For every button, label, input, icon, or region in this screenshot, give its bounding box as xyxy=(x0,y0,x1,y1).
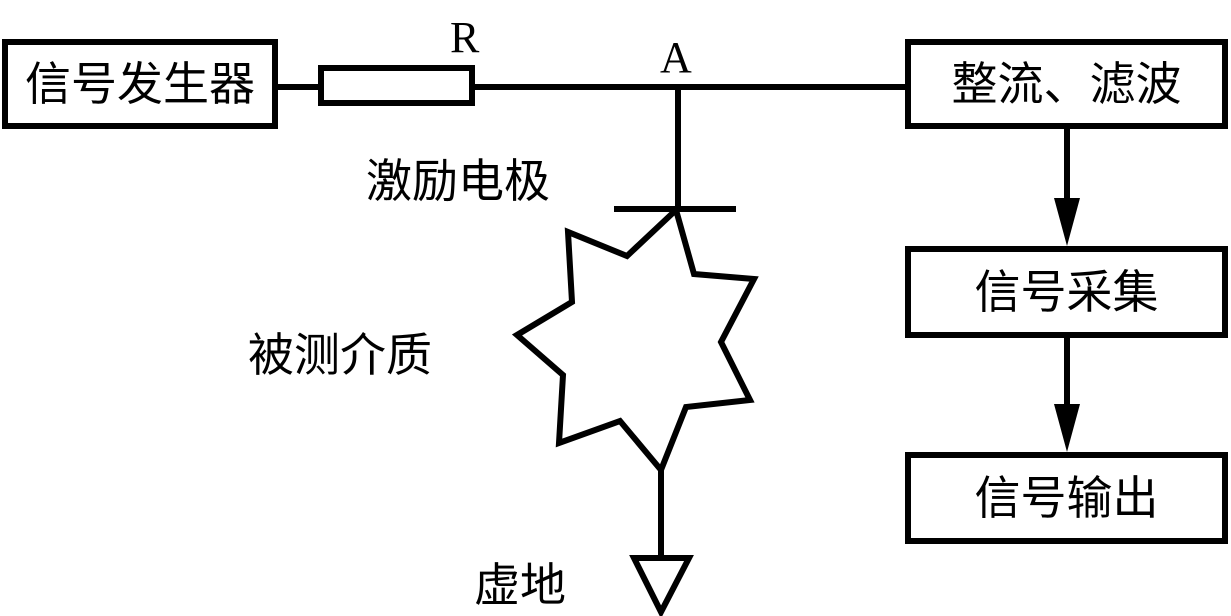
medium-under-test-label: 被测介质 xyxy=(248,328,432,382)
resistor-symbol xyxy=(318,65,475,106)
virtual-ground-symbol xyxy=(629,555,694,616)
excitation-electrode-label: 激励电极 xyxy=(366,154,550,208)
signal-generator-label: 信号发生器 xyxy=(25,57,255,111)
rectify-filter-label: 整流、滤波 xyxy=(951,57,1182,111)
signal-acquisition-label: 信号采集 xyxy=(974,265,1159,319)
signal-output-box xyxy=(905,452,1228,544)
resistor-label: R xyxy=(450,13,480,62)
arrowhead-rectify-acquisition xyxy=(1054,198,1080,246)
signal-output-label: 信号输出 xyxy=(974,471,1159,525)
virtual-ground-label: 虚地 xyxy=(474,558,566,612)
arrowhead-acquisition-output xyxy=(1054,404,1080,452)
node-a-label: A xyxy=(660,33,692,82)
medium-under-test-shape xyxy=(511,204,759,476)
